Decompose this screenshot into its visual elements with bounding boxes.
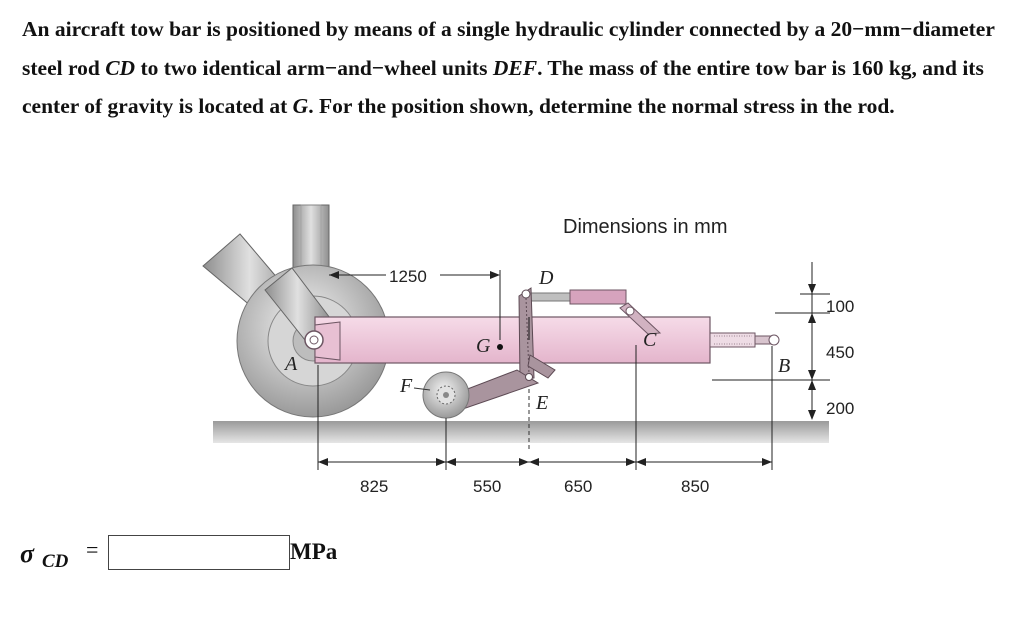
stress-answer-input[interactable] xyxy=(108,535,290,570)
rod-label: CD xyxy=(105,55,136,80)
sigma-subscript: CD xyxy=(42,551,69,572)
dim-100: 100 xyxy=(826,297,854,316)
label-D: D xyxy=(538,267,554,289)
label-A: A xyxy=(283,353,298,375)
problem-text-4: . For the position shown, determine the … xyxy=(308,94,895,118)
unit-label: DEF xyxy=(492,55,538,80)
pin-D xyxy=(521,289,531,299)
dim-200: 200 xyxy=(826,399,854,418)
inner-tube xyxy=(709,332,756,348)
label-C: C xyxy=(643,329,657,351)
problem-text-1: An aircraft tow bar is positioned by mea… xyxy=(22,17,995,80)
cg-dot xyxy=(497,344,503,350)
dim-650: 650 xyxy=(564,477,592,496)
problem-text-3: . The mass of the entire tow bar is 160 … xyxy=(22,55,984,119)
label-F: F xyxy=(399,375,413,397)
dim-450: 450 xyxy=(826,343,854,362)
tip-B xyxy=(768,334,780,346)
main-landing-gear xyxy=(202,204,390,418)
problem-text-2: to two identical arm−and−wheel units xyxy=(135,55,493,80)
cg-label: G xyxy=(292,94,309,118)
unit-label-mpa: MPa xyxy=(290,539,338,564)
label-G: G xyxy=(476,335,491,357)
pin-E xyxy=(525,373,533,381)
sigma-symbol: σ xyxy=(20,539,35,568)
label-E: E xyxy=(535,392,548,414)
equals-sign: = xyxy=(86,537,99,562)
ground xyxy=(213,421,829,443)
dim-1250: 1250 xyxy=(389,267,427,286)
dim-550: 550 xyxy=(473,477,501,496)
label-B: B xyxy=(778,355,790,377)
dim-825: 825 xyxy=(360,477,388,496)
vertical-strut xyxy=(292,204,330,274)
dim-850: 850 xyxy=(681,477,709,496)
problem-statement: An aircraft tow bar is positioned by mea… xyxy=(22,10,1012,126)
hydraulic-cylinder xyxy=(527,289,662,335)
dimensions-note: Dimensions in mm xyxy=(563,216,727,238)
